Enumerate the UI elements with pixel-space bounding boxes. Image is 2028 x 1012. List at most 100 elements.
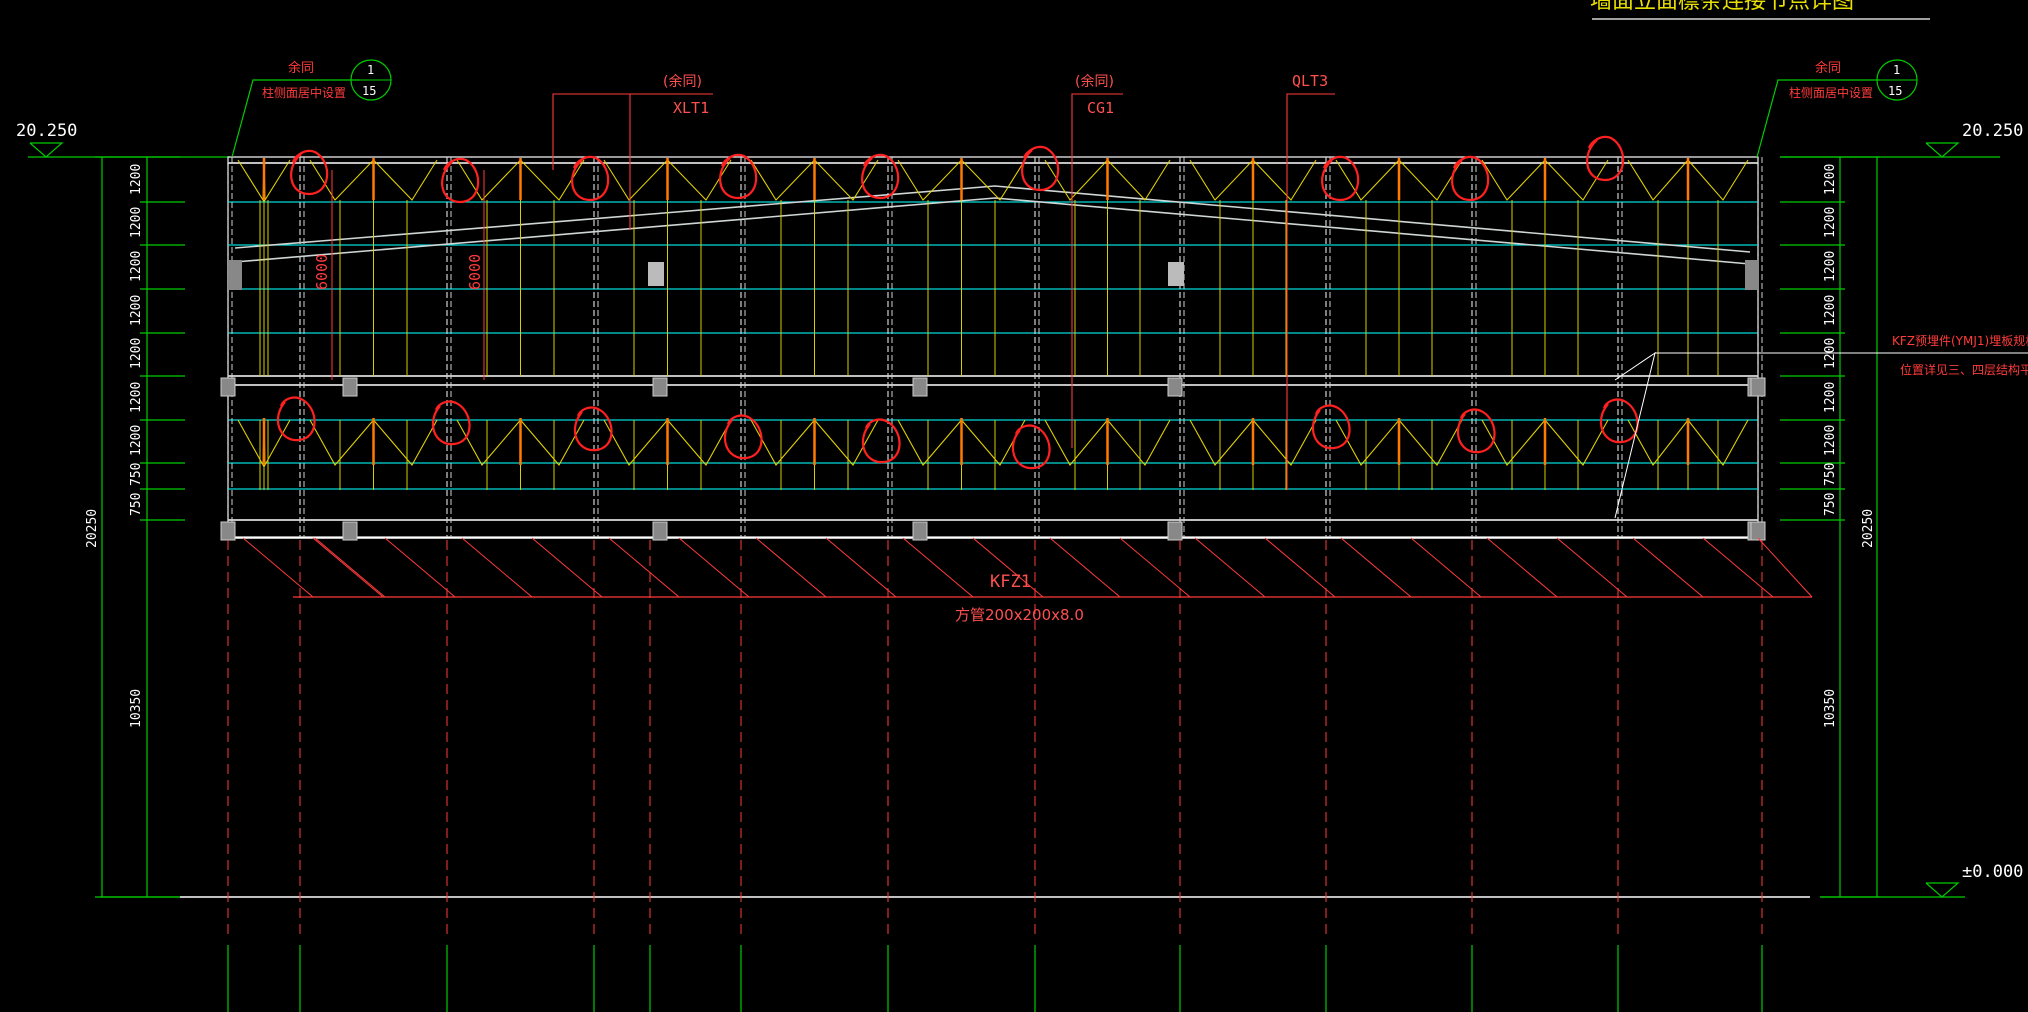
kfz-diagonal: [461, 537, 533, 598]
dimension-chain-left: [95, 156, 185, 898]
kfz-diagonal: [384, 537, 456, 598]
kfz-diagonal: [1486, 537, 1558, 598]
column-centerlines: [227, 540, 1763, 940]
dim-6000-a: 6000: [313, 254, 331, 290]
column-block: [1750, 377, 1766, 397]
elevation-marker-top-left: 20.250: [16, 121, 77, 158]
hand-mark: [1586, 135, 1625, 182]
dim-total-left: 20250: [85, 509, 100, 548]
kfz-diagonal: [1556, 537, 1628, 598]
kfz1-label: KFZ1: [990, 572, 1031, 592]
kfz-diagonal: [972, 537, 1044, 598]
qlt3-label: QLT3: [1292, 72, 1328, 90]
dim-text: 1200: [1823, 164, 1838, 195]
detail-sheet: 15: [1888, 84, 1902, 98]
hand-mark: [276, 396, 316, 442]
callout-qlt3: QLT3: [1286, 72, 1335, 490]
hand-mark: [573, 406, 613, 452]
hand-mark: [719, 153, 758, 200]
kfz-diagonal: [678, 537, 750, 598]
hand-marks: [276, 135, 1639, 470]
column-block: [912, 521, 928, 541]
column-block: [648, 262, 664, 286]
detail-sheet: 15: [362, 84, 376, 98]
floor-beams: [228, 162, 1758, 539]
xlt1-ref: (余同): [663, 73, 702, 90]
dim-text: 1200: [129, 338, 144, 369]
column-block: [1745, 260, 1759, 290]
dim-text: 1200: [129, 295, 144, 326]
callout-left: 余同 柱侧面居中设置 1 15: [231, 59, 392, 158]
callout-yutong: 余同: [288, 60, 314, 76]
dim-text: 1200: [1823, 251, 1838, 282]
hand-mark: [571, 155, 610, 202]
kfz-diagonal: [825, 537, 897, 598]
drawing-title: 墙面立面檩条连接节点详图: [1590, 0, 1854, 14]
dimension-texts-left: 1200 1200 1200 1200 1200 1200 1200 750 7…: [85, 164, 144, 728]
xlt1-label: XLT1: [673, 99, 709, 117]
dim-text: 1200: [129, 251, 144, 282]
dim-text: 1200: [129, 382, 144, 413]
dim-text: 750: [129, 463, 144, 486]
dim-6000-b: 6000: [466, 254, 484, 290]
hand-mark: [1456, 408, 1496, 454]
kfz-diagonals: [242, 537, 1813, 598]
column-block: [228, 260, 242, 290]
hand-mark: [1021, 145, 1060, 192]
cg1-label: CG1: [1087, 99, 1114, 117]
dim-text: 1200: [129, 164, 144, 195]
kfz-diagonal: [755, 537, 827, 598]
dimension-chain-right: [1780, 156, 1880, 898]
column-block: [652, 521, 668, 541]
dim-text: 1200: [1823, 425, 1838, 456]
hand-mark: [723, 414, 763, 460]
dim-text: 1200: [129, 425, 144, 456]
kfz-diagonal: [1410, 537, 1482, 598]
hand-mark: [1011, 424, 1051, 470]
kfz-diagonal: [1757, 537, 1813, 598]
column-block: [1750, 521, 1766, 541]
kfz-diagonal: [1049, 537, 1121, 598]
hand-mark: [290, 149, 329, 196]
kfz-diagonal: [531, 537, 603, 598]
elevation-marker-ground: ±0.000: [1925, 862, 2023, 898]
column-block: [342, 521, 358, 541]
dim-text: 750: [129, 493, 144, 516]
column-block: [220, 377, 236, 397]
kfz-diagonal: [1632, 537, 1704, 598]
dim-text: 1200: [1823, 295, 1838, 326]
dim-total-right: 20250: [1861, 509, 1876, 548]
hand-mark: [861, 153, 900, 200]
kfz-diagonal: [242, 537, 314, 598]
dim-text: 1200: [129, 207, 144, 238]
note-right: KFZ预埋件(YMJ1)埋板规格为混凝 位置详见三、四层结构平面布置图: [1614, 333, 2028, 519]
note-line-1: KFZ预埋件(YMJ1)埋板规格为混凝: [1892, 333, 2028, 348]
elevation-label: 20.250: [1962, 121, 2023, 141]
column-block: [912, 377, 928, 397]
hand-mark: [861, 418, 901, 464]
dim-lower-right: 10350: [1823, 689, 1838, 728]
hand-mark: [431, 400, 471, 446]
grid-columns: [227, 945, 1763, 1012]
bracing: [237, 158, 1749, 490]
detail-number: 1: [367, 63, 374, 77]
kfz-diagonal: [902, 537, 974, 598]
roof-rafters: [234, 185, 1751, 265]
dim-text: 750: [1823, 493, 1838, 516]
elevation-marker-top-right: 20.250: [1925, 121, 2023, 158]
hand-mark: [1451, 155, 1490, 202]
kfz-diagonal: [314, 537, 386, 598]
column-block: [220, 521, 236, 541]
callout-xlt1: (余同) XLT1: [552, 73, 713, 230]
dim-text: 1200: [1823, 382, 1838, 413]
column-block: [1167, 521, 1183, 541]
callout-yutong: 余同: [1815, 60, 1841, 76]
kfz-diagonal: [608, 537, 680, 598]
kfz-diagonal: [1340, 537, 1412, 598]
elevation-label: 20.250: [16, 121, 77, 141]
dim-text: 750: [1823, 463, 1838, 486]
kfz-diagonal: [1264, 537, 1336, 598]
kfz-diagonal: [1119, 537, 1191, 598]
column-block: [652, 377, 668, 397]
